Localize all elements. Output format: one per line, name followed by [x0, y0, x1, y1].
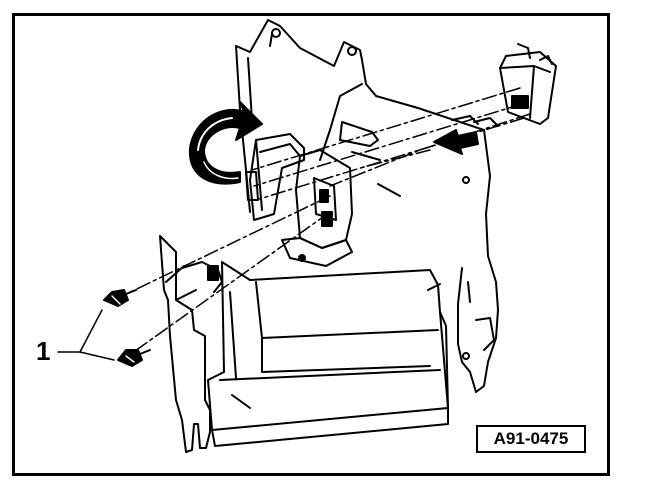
alignment-axes [117, 87, 531, 357]
mounting-bracket [259, 143, 353, 267]
rotation-arrow-icon [188, 101, 263, 185]
callout-label-1: 1 [36, 336, 51, 366]
figure-reference-code: A91-0475 [476, 425, 586, 453]
control-module [245, 133, 305, 221]
callout-1-leaders [57, 309, 115, 361]
relay-connector [451, 43, 557, 127]
screw-upper [103, 289, 137, 307]
screw-lower [117, 349, 151, 367]
left-side-plate [159, 235, 223, 453]
bracket-tray [207, 261, 449, 447]
diagram-frame [12, 13, 610, 476]
